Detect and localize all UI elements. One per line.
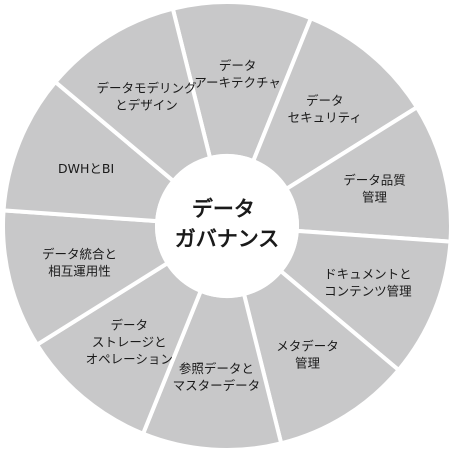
- hub-label-line-1: データ: [192, 197, 255, 221]
- hub-label-line-2: ガバナンス: [175, 227, 280, 251]
- segment-label-line: セキュリティ: [288, 110, 362, 125]
- segment-label-line: とデザイン: [115, 98, 178, 113]
- segment-label: 参照データとマスターデータ: [173, 361, 261, 393]
- segment-label-line: 相互運用性: [48, 263, 111, 278]
- hub-circle: [155, 154, 299, 298]
- segment-label: データ品質管理: [343, 173, 406, 205]
- segment-label-line: マスターデータ: [173, 378, 261, 393]
- segment-label-line: データ統合と: [42, 246, 117, 261]
- segment-label-line: ドキュメントと: [324, 266, 412, 281]
- segment-label-line: データモデリング: [96, 81, 196, 96]
- segment-label-line: オペレーション: [86, 351, 173, 366]
- segment-label: データ統合と相互運用性: [42, 246, 117, 278]
- segment-label-line: 管理: [362, 190, 388, 205]
- segment-label-line: データ: [111, 317, 149, 332]
- segment-label-line: ストレージと: [92, 334, 167, 349]
- segment-label: DWHとBI: [58, 161, 114, 176]
- hub-label: データ ガバナンス: [175, 197, 280, 251]
- segment-label: データストレージとオペレーション: [86, 317, 173, 366]
- segment-label: メタデータ管理: [276, 338, 339, 370]
- segment-label-line: 管理: [295, 355, 321, 370]
- segment-label: データセキュリティ: [288, 93, 362, 125]
- segment-label-line: データ: [219, 58, 257, 73]
- segment-label-line: データ: [306, 93, 344, 108]
- segment-label-line: コンテンツ管理: [324, 283, 412, 298]
- segment-label: ドキュメントとコンテンツ管理: [324, 266, 412, 298]
- segment-label-line: データ品質: [343, 173, 406, 188]
- segment-label-line: アーキテクチャ: [194, 75, 281, 90]
- segment-label-line: メタデータ: [276, 338, 339, 353]
- segment-label: データモデリングとデザイン: [96, 81, 196, 113]
- segment-label-line: 参照データと: [179, 361, 254, 376]
- segment-label-line: DWHとBI: [58, 161, 114, 176]
- segment-label: データアーキテクチャ: [194, 58, 281, 90]
